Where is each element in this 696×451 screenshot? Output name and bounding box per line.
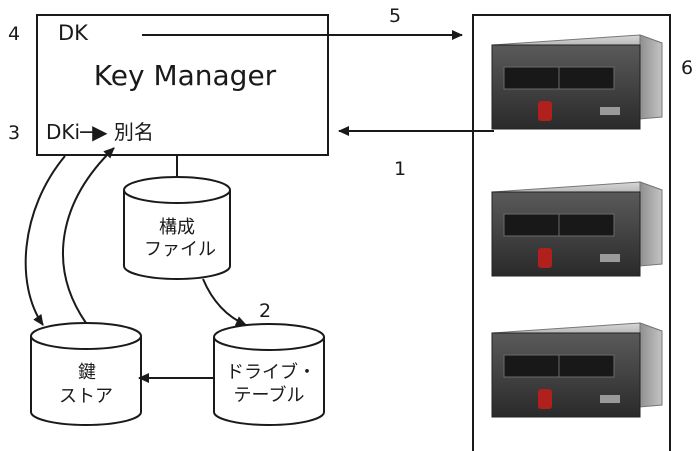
- step-4-number: 4: [8, 23, 20, 45]
- tape-drive: [491, 34, 663, 130]
- key-manager-box: DK Key Manager DKi─▶ 別名: [36, 14, 329, 156]
- key-store-label-line2: ストア: [59, 386, 113, 407]
- dk-label: DK: [58, 21, 89, 45]
- tape-library-frame: [472, 14, 671, 451]
- step-3-number: 3: [8, 122, 20, 144]
- step-1-number: 1: [394, 158, 406, 180]
- arrow-km-to-key-store: [24, 155, 66, 326]
- config-file-label-line2: ファイル: [144, 239, 216, 260]
- key-store-label-line1: 鍵: [78, 362, 96, 383]
- config-file-cylinder: 構成 ファイル: [123, 176, 231, 280]
- config-file-label-line1: 構成: [159, 217, 195, 238]
- step-5-number: 5: [389, 5, 401, 27]
- drive-table-cylinder: ドライブ・ テーブル: [213, 323, 325, 426]
- step-6-number: 6: [681, 57, 693, 79]
- tape-drive: [491, 322, 663, 418]
- drive-table-label-line2: テーブル: [234, 384, 305, 406]
- step-2-number: 2: [259, 300, 271, 322]
- arrow-2-config-to-drive-table: [202, 278, 247, 326]
- dki-alias-label: DKi─▶ 別名: [46, 120, 154, 144]
- tape-drive: [491, 181, 663, 277]
- key-store-cylinder: 鍵 ストア: [30, 322, 142, 426]
- arrow-key-store-to-km: [62, 147, 115, 324]
- drive-table-label-line1: ドライブ・: [226, 361, 316, 383]
- key-manager-title: Key Manager: [94, 59, 277, 92]
